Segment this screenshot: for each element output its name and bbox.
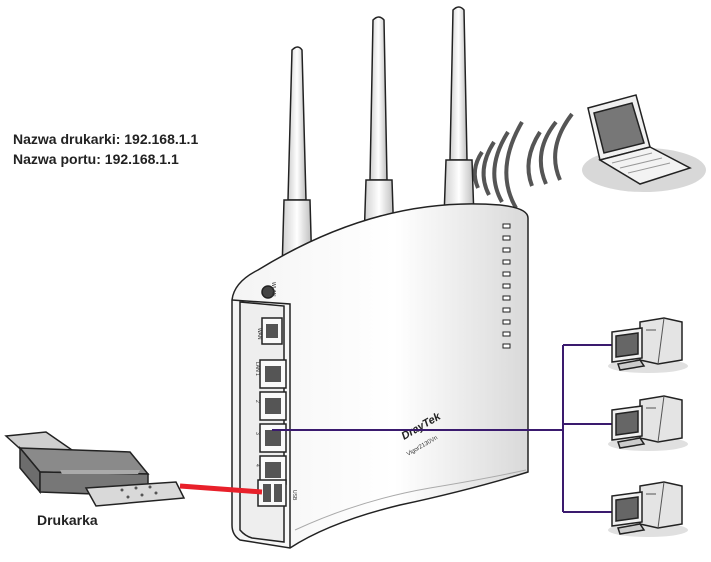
usb-label: USB <box>291 490 297 501</box>
wan-label: WAN <box>256 328 262 340</box>
printer-link-line <box>179 483 263 495</box>
port-name-value: 192.168.1.1 <box>104 151 179 167</box>
port-name-line: Nazwa portu: 192.168.1.1 <box>13 151 179 167</box>
lan-label-4: 4 <box>254 464 260 467</box>
wlan-label: WLAN <box>270 282 276 297</box>
status-led-strip <box>502 223 511 349</box>
router-ports <box>257 285 287 507</box>
port-name-label: Nazwa portu: <box>13 151 101 167</box>
printer-name-value: 192.168.1.1 <box>124 131 199 147</box>
desktop-pc-icon <box>608 317 688 373</box>
desktop-pc-icon <box>608 481 688 537</box>
lan-port-2 <box>259 391 287 421</box>
printer-icon <box>4 431 186 507</box>
laptop-icon <box>582 94 706 192</box>
lan-label-2: 2 <box>254 400 260 403</box>
printer-caption: Drukarka <box>37 512 98 528</box>
desktop-pc-icon <box>608 395 688 451</box>
wlan-button <box>261 285 275 299</box>
lan-port-1 <box>259 359 287 389</box>
printer-name-line: Nazwa drukarki: 192.168.1.1 <box>13 131 198 147</box>
lan-link-lines <box>272 344 612 513</box>
lan-label-3: 3 <box>254 432 260 435</box>
printer-name-label: Nazwa drukarki: <box>13 131 121 147</box>
wifi-signal-icon <box>472 112 574 210</box>
lan-label-1: LAN 1 <box>254 362 260 376</box>
